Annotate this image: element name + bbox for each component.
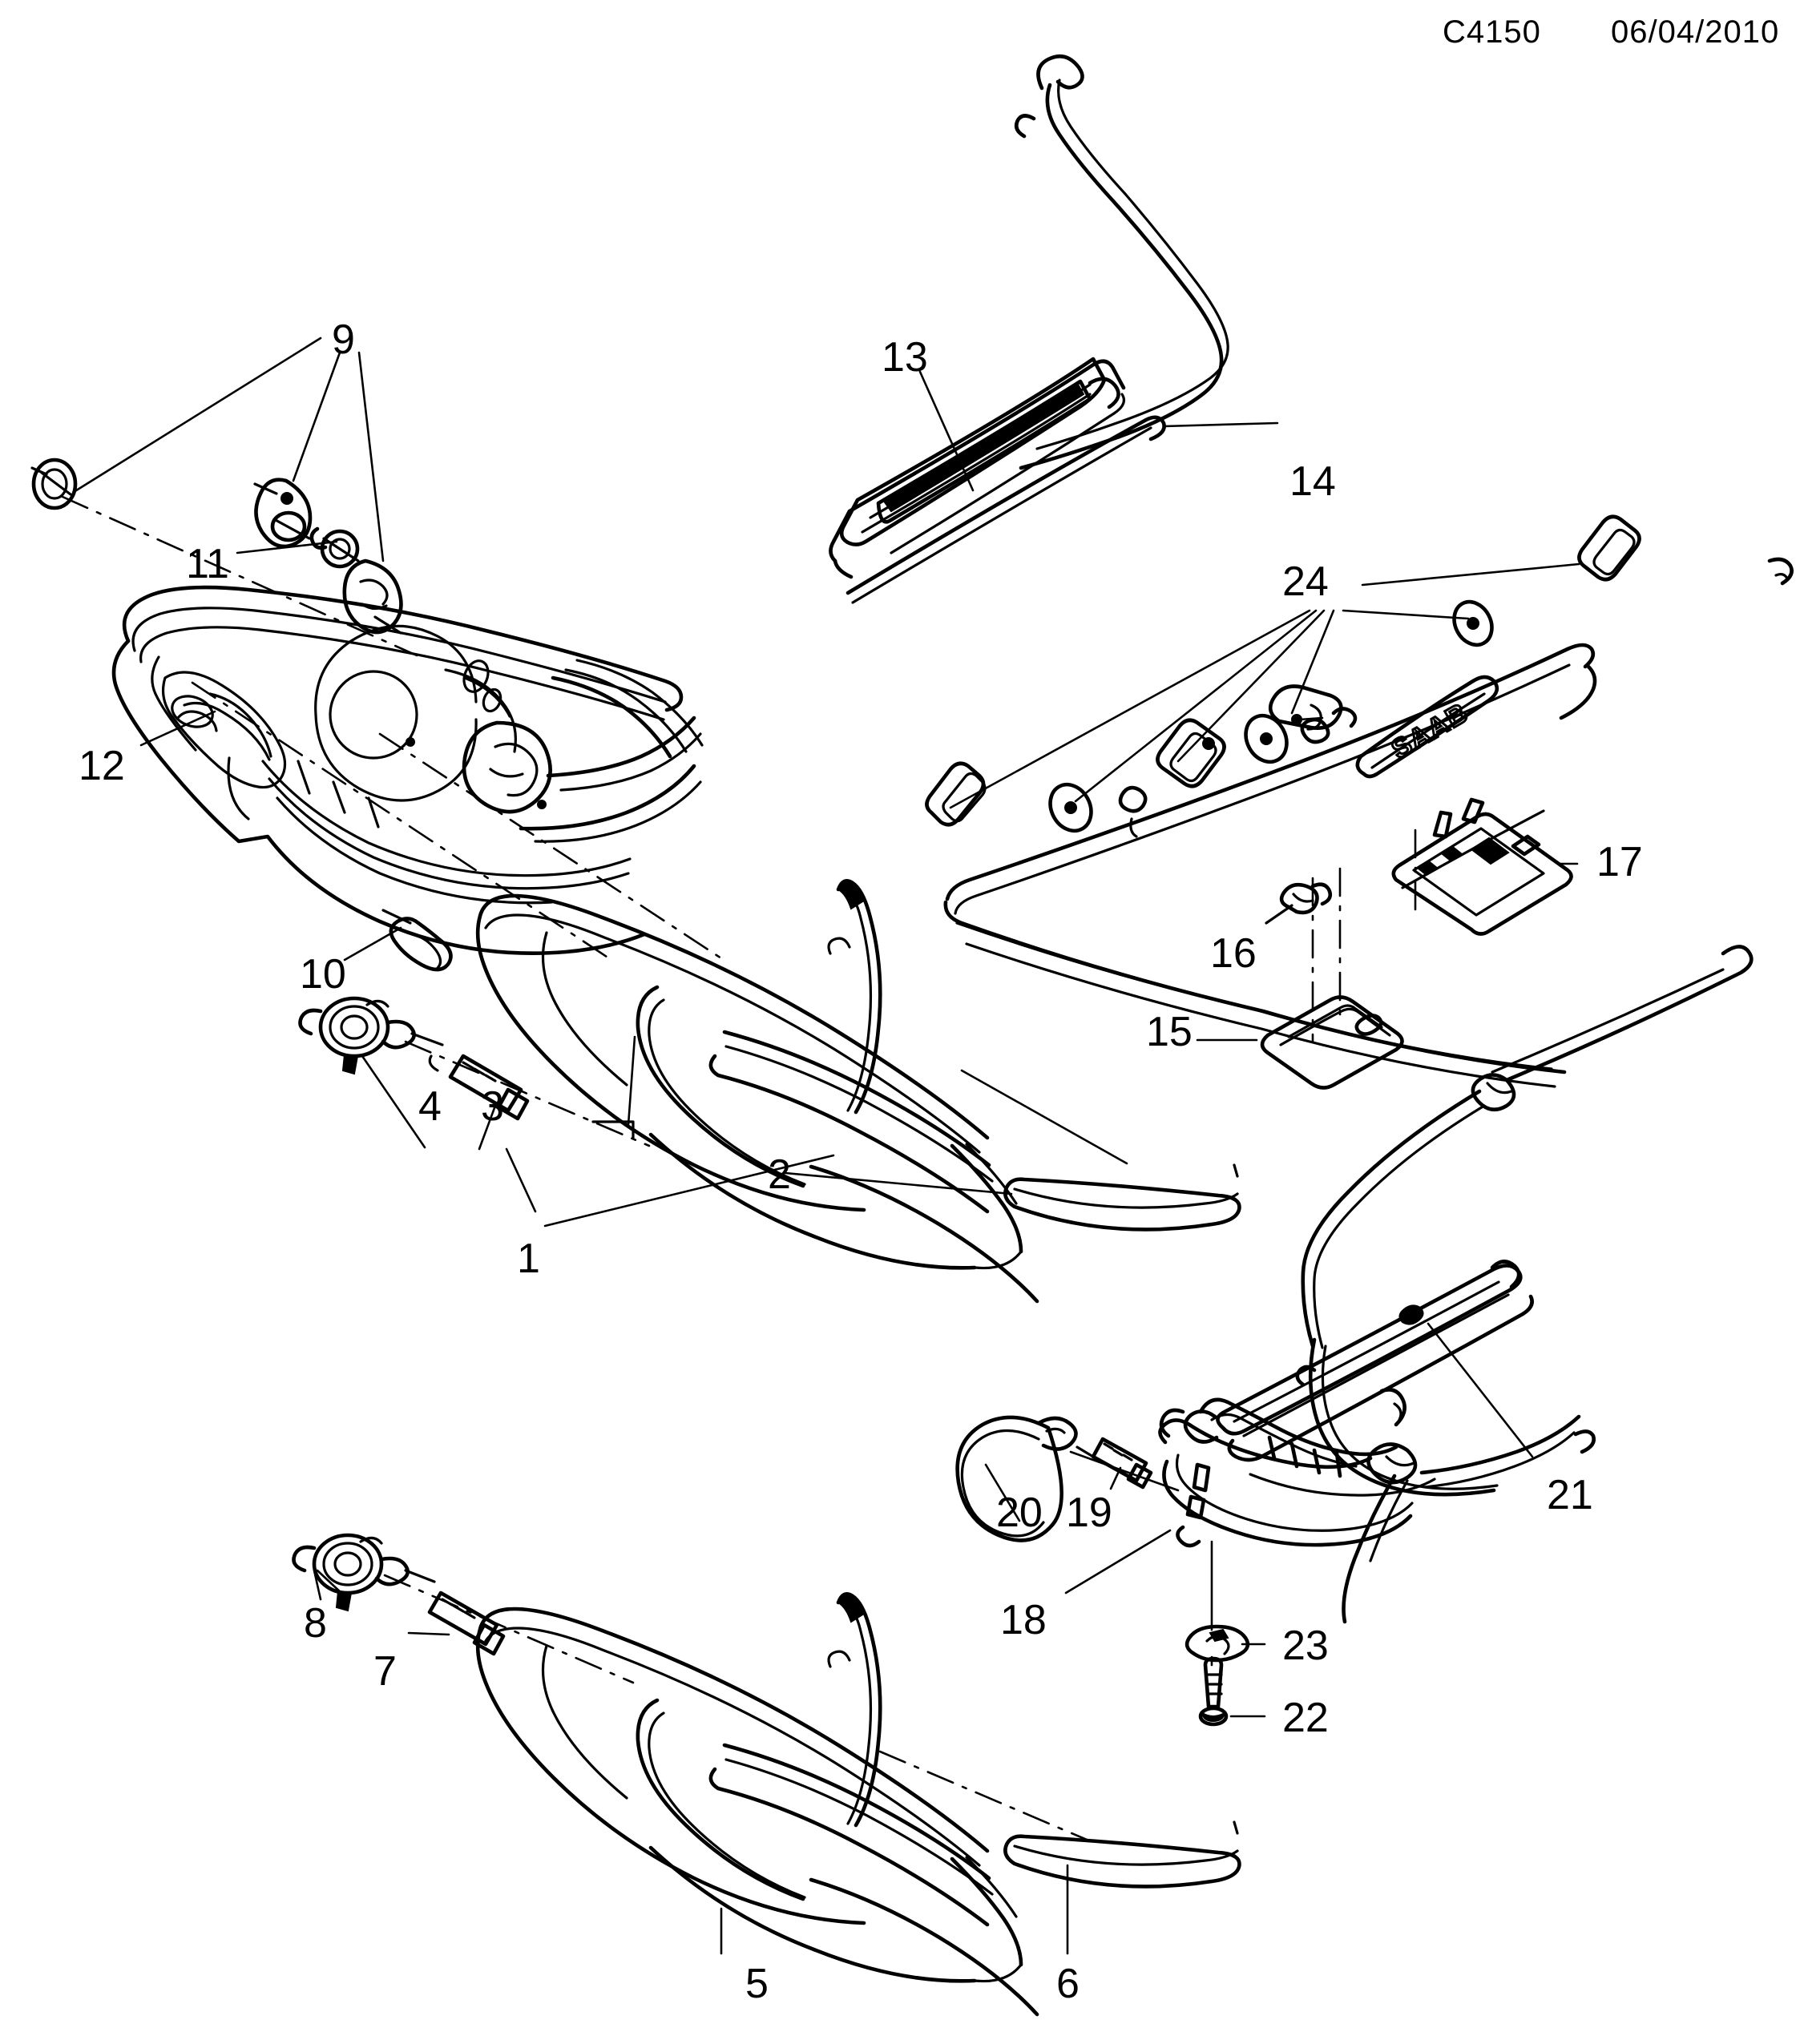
clip-c: [342, 558, 403, 635]
fog-screw-22: [1198, 1656, 1266, 1727]
callout-20: 20: [996, 1490, 1043, 1536]
bulb-socket-8: [292, 1533, 436, 1612]
callout-4: 4: [418, 1083, 442, 1130]
callout-7: 7: [373, 1648, 397, 1695]
licence-lamp-housing-17: [1391, 797, 1579, 936]
callout-13: 13: [882, 334, 928, 381]
lower-reflector-6: [1003, 1820, 1241, 1955]
rear-harness: [1295, 945, 1754, 1624]
callout-16: 16: [1210, 930, 1257, 977]
callout-21: 21: [1547, 1472, 1593, 1518]
callout-14: 14: [1289, 458, 1336, 505]
high-mount-stop-lamp-13: [829, 54, 1279, 604]
callout-24: 24: [1282, 558, 1329, 605]
callout-5: 5: [745, 1961, 769, 2007]
callout-6: 6: [1056, 1961, 1080, 2007]
callout-9: 9: [332, 316, 355, 363]
clip-a: [253, 478, 313, 549]
callout-12: 12: [79, 743, 125, 789]
callout-15: 15: [1146, 1009, 1193, 1055]
bulb-7: [383, 1574, 635, 1684]
callout-23: 23: [1282, 1623, 1329, 1669]
drawing-date-label: 06/04/2010: [1611, 14, 1780, 50]
callout-11: 11: [186, 541, 229, 587]
wire-clip-10: [343, 909, 453, 972]
bumper-reflector-21: [1183, 1260, 1534, 1462]
trim-grommet-round-2: [1244, 713, 1289, 764]
tail-lamp-housing-12: [111, 585, 723, 960]
callout-3: 3: [481, 1083, 504, 1130]
grommet-ring-left: [30, 458, 78, 510]
licence-lamp-lens-15: [1196, 995, 1404, 1090]
fog-clip-nut-23: [1185, 1624, 1266, 1663]
tail-lamp-lens-5: [475, 1592, 1088, 2017]
trim-grommet-round-1: [1048, 782, 1093, 833]
bulb-socket-4: [298, 996, 444, 1149]
trim-clip-square-1: [925, 761, 987, 827]
callout-22: 22: [1282, 1695, 1329, 1741]
drawing-code-label: C4150: [1443, 14, 1541, 50]
clips-grommets-group-9: [30, 337, 418, 657]
licence-lamp-bulb-16: [1265, 882, 1333, 925]
callout-18: 18: [1000, 1597, 1047, 1643]
callout-2: 2: [768, 1151, 791, 1198]
lower-reflector-2: [784, 1069, 1241, 1232]
fog-bulb-socket-20: [955, 1415, 1078, 1542]
callout-19: 19: [1066, 1490, 1112, 1536]
callout-1: 1: [517, 1236, 540, 1282]
fog-bulb-19: [1069, 1437, 1180, 1492]
tailgate-trim-24: SAAB: [925, 514, 1794, 1088]
rear-fog-lamp-18: [1064, 1388, 1436, 1594]
callout-17: 17: [1596, 839, 1643, 885]
clip-b: [309, 526, 360, 569]
trim-clip-square-2: [1156, 718, 1226, 788]
bulb-3: [404, 1040, 651, 1151]
tail-lamp-lens-1: [475, 879, 1039, 1304]
trim-clip-square-3: [1577, 514, 1641, 582]
callout-8: 8: [304, 1600, 327, 1647]
trim-grommet-round-3: [1452, 599, 1494, 647]
licence-plate-lamps: [1196, 797, 1579, 1090]
trim-clip-oval: [1268, 684, 1343, 731]
callout-10: 10: [300, 951, 346, 998]
